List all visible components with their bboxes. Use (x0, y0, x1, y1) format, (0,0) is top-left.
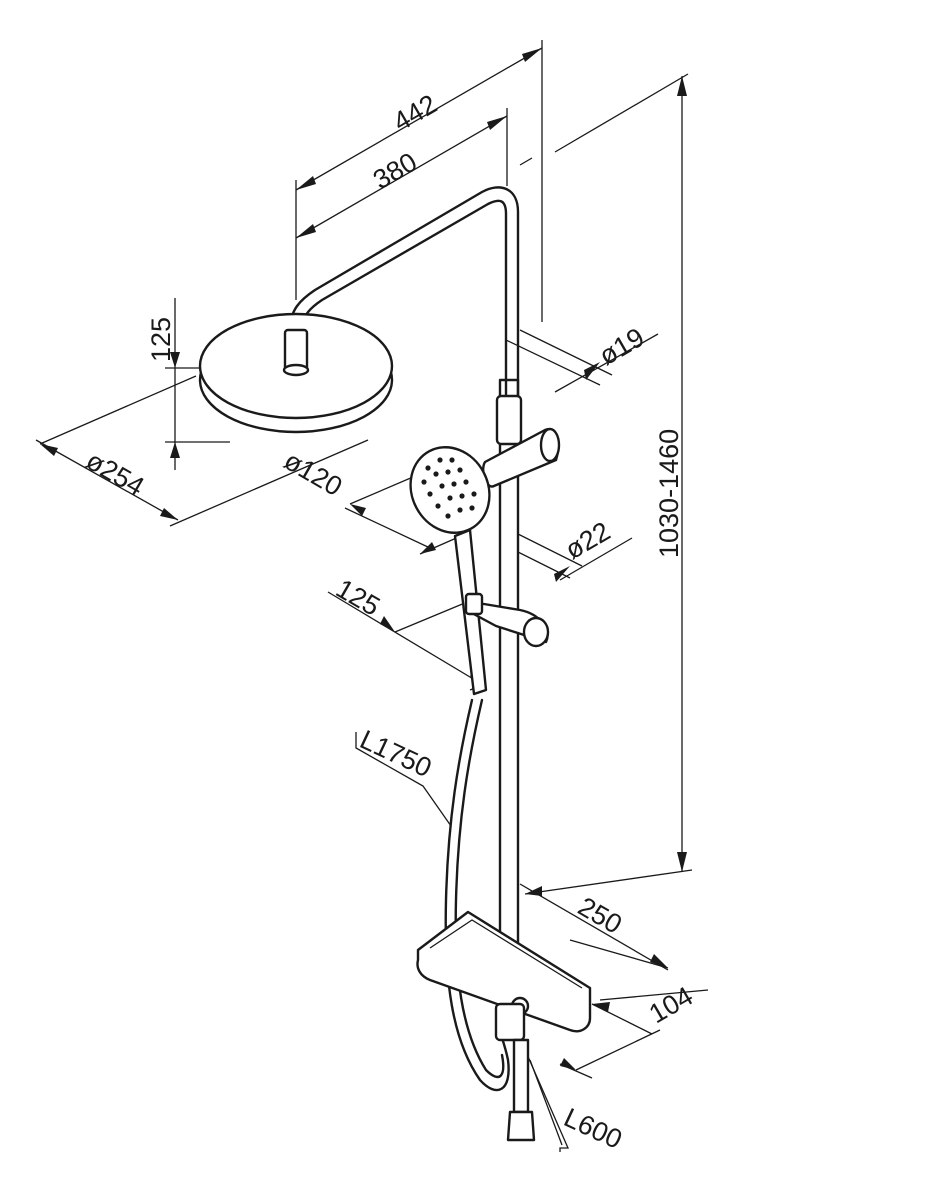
supply-connector (506, 1110, 536, 1142)
dim-125-head: 125 (146, 317, 176, 362)
dimension-lines (35, 40, 709, 1152)
dim-442: 442 (388, 89, 442, 138)
supply-pipe (512, 1038, 530, 1114)
dimension-labels: 442 380 125 ø19 ø254 ø120 ø22 125 1030-1… (81, 89, 698, 1155)
spray-nozzles (421, 457, 477, 519)
valve-body (494, 1002, 526, 1042)
shower-system (198, 186, 592, 1142)
rail-connector (495, 394, 523, 446)
dim-380: 380 (368, 147, 422, 196)
dim-pipe-diameter: ø19 (594, 322, 649, 371)
dim-rail-height: 1030-1460 (654, 429, 684, 558)
dim-125-hand: 125 (331, 573, 385, 622)
dim-supply-hose: L600 (559, 1102, 626, 1155)
dim-hose-length: L1750 (355, 724, 436, 783)
dim-shelf-width: 250 (573, 891, 627, 940)
dim-rail-diameter: ø22 (560, 516, 615, 565)
hand-shower-head (409, 446, 491, 534)
arrowheads (40, 48, 687, 1070)
shelf (416, 910, 592, 1033)
hose (444, 698, 510, 1092)
dim-overhead-diameter: ø254 (81, 445, 149, 502)
dim-shelf-depth: 104 (644, 981, 698, 1030)
